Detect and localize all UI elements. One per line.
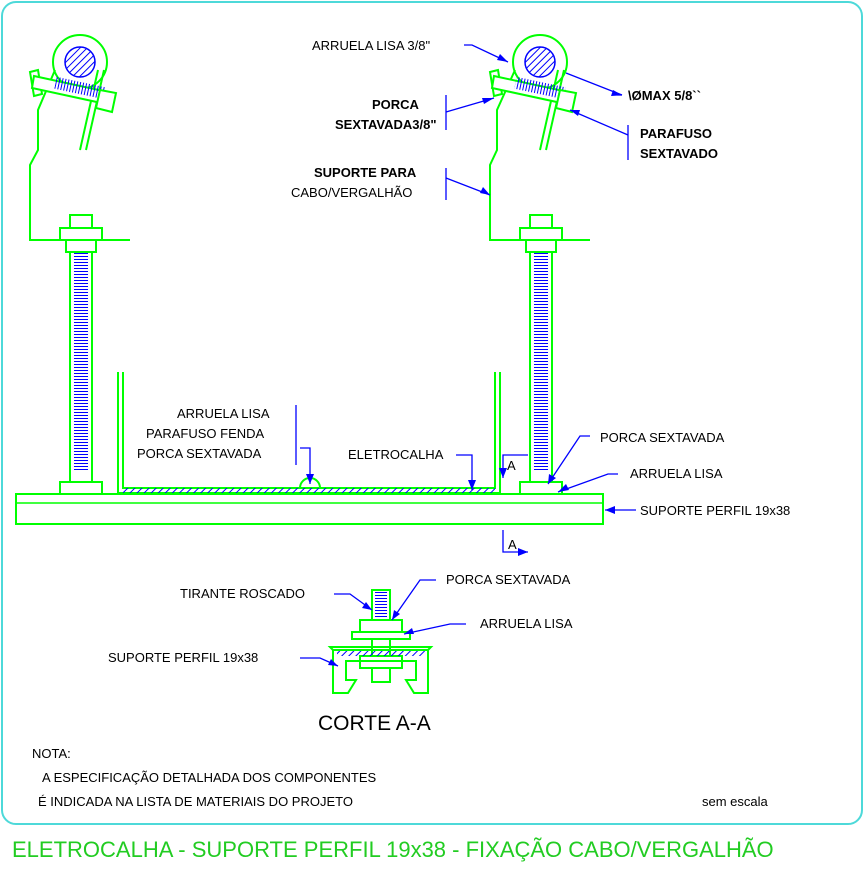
label-arruela-lisa-right: ARRUELA LISA xyxy=(630,466,723,481)
leader-lines xyxy=(295,44,636,511)
label-parafuso-line1: PARAFUSO xyxy=(640,126,712,141)
section-leaders xyxy=(300,579,466,667)
corte-title: CORTE A-A xyxy=(318,712,431,735)
label-porca-sextavada-left: PORCA SEXTAVADA xyxy=(137,446,262,461)
section-mark-top: A xyxy=(507,458,516,473)
support-profile-19x38 xyxy=(15,493,604,525)
label-suporte-para-line2: CABO/VERGALHÃO xyxy=(291,185,412,200)
label-arruela-lisa-3-8: ARRUELA LISA 3/8" xyxy=(312,38,430,53)
label-parafuso-fenda: PARAFUSO FENDA xyxy=(146,426,265,441)
label-parafuso-line2: SEXTAVADO xyxy=(640,146,718,161)
label-phi-max: \ØMAX 5/8`` xyxy=(628,88,701,103)
label-porca-sextavada-right: PORCA SEXTAVADA xyxy=(600,430,725,445)
section-view-a-a xyxy=(327,589,434,694)
section-mark-bottom: A xyxy=(508,537,517,552)
drawing-caption: ELETROCALHA - SUPORTE PERFIL 19x38 - FIX… xyxy=(12,837,774,862)
note-line-2: É INDICADA NA LISTA DE MATERIAIS DO PROJ… xyxy=(38,794,353,809)
note-line-1: A ESPECIFICAÇÃO DETALHADA DOS COMPONENTE… xyxy=(42,770,377,785)
label-tirante-roscado: TIRANTE ROSCADO xyxy=(180,586,305,601)
label-arruela-lisa-left: ARRUELA LISA xyxy=(177,406,270,421)
label-suporte-para-line1: SUPORTE PARA xyxy=(314,165,417,180)
label-arruela-lisa-section: ARRUELA LISA xyxy=(480,616,573,631)
label-suporte-perfil-section: SUPORTE PERFIL 19x38 xyxy=(108,650,258,665)
label-porca-line2: SEXTAVADA3/8" xyxy=(335,117,437,132)
label-porca-sextavada-section: PORCA SEXTAVADA xyxy=(446,572,571,587)
label-eletrocalha: ELETROCALHA xyxy=(348,447,444,462)
left-threaded-rod xyxy=(59,214,103,495)
label-porca-line1: PORCA xyxy=(372,97,420,112)
scale-note: sem escala xyxy=(702,794,769,809)
right-threaded-rod xyxy=(519,214,563,495)
note-heading: NOTA: xyxy=(32,746,71,761)
left-cable-clamp xyxy=(28,34,130,241)
drawing-border xyxy=(1,1,863,825)
label-suporte-perfil-main: SUPORTE PERFIL 19x38 xyxy=(640,503,790,518)
right-cable-clamp xyxy=(488,34,590,241)
leader-arrowheads xyxy=(306,54,622,556)
